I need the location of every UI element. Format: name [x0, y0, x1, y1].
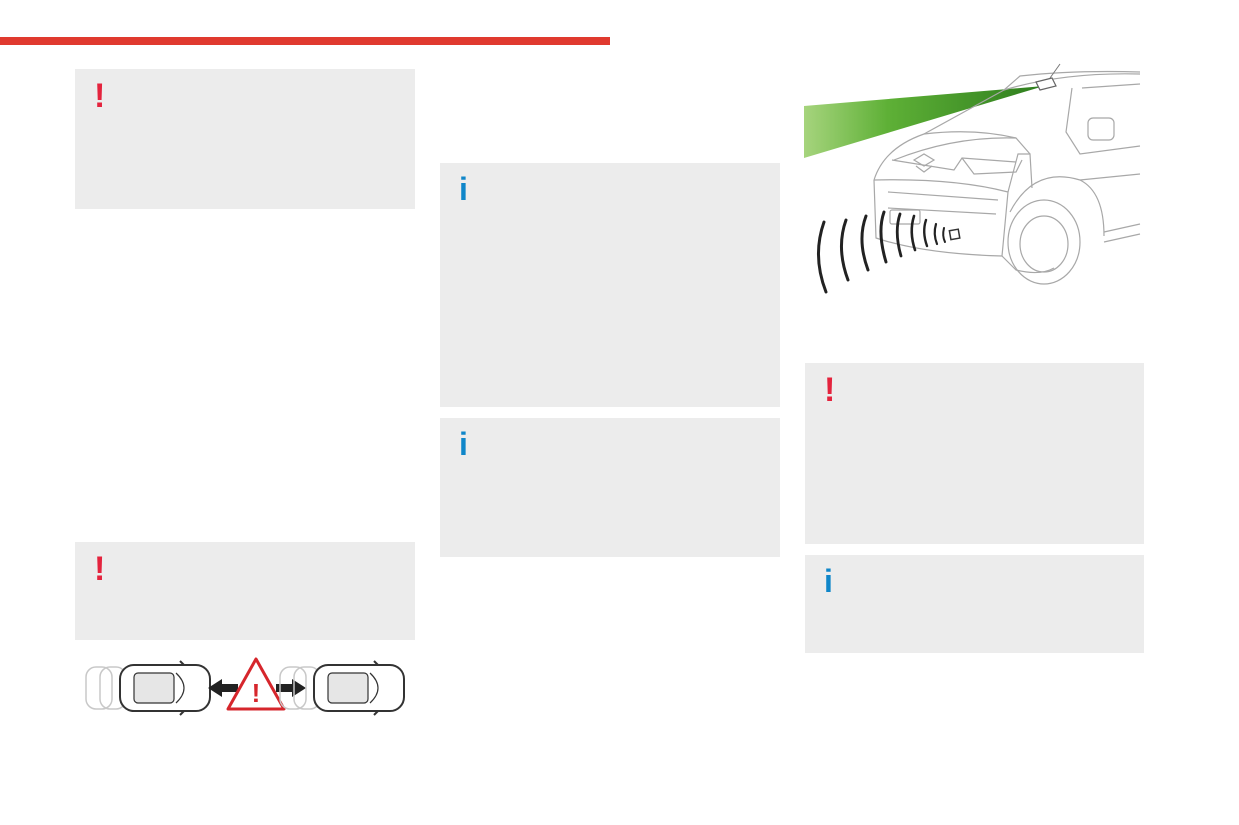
- rear-car-icon: [119, 660, 211, 716]
- info-icon: i: [824, 563, 833, 599]
- info-icon: i: [459, 171, 468, 207]
- info-box-2: i: [440, 418, 780, 557]
- van-outline: [873, 70, 1141, 285]
- warning-triangle-icon: !: [226, 657, 286, 711]
- section-accent-bar: [0, 37, 610, 45]
- exclamation-icon: !: [824, 371, 836, 409]
- front-car-icon: [313, 660, 405, 716]
- arrow-left-icon: [208, 679, 238, 697]
- front-radar-sensor: [948, 228, 961, 241]
- exclamation-icon: !: [94, 550, 106, 588]
- warning-triangle-symbol: !: [252, 678, 261, 708]
- roof-camera: [1035, 63, 1061, 91]
- van-radar-camera-illustration: [804, 63, 1141, 294]
- radar-waves: [816, 210, 946, 294]
- info-icon: i: [459, 426, 468, 462]
- arrow-right-icon: [276, 679, 306, 697]
- info-box-3: i: [805, 555, 1144, 653]
- info-box-1: i: [440, 163, 780, 407]
- exclamation-icon: !: [94, 77, 106, 115]
- camera-beam: [804, 86, 1044, 158]
- following-distance-illustration: !: [85, 657, 405, 716]
- warning-box-3: !: [805, 363, 1144, 544]
- warning-box-1: !: [75, 69, 415, 209]
- warning-box-2: !: [75, 542, 415, 640]
